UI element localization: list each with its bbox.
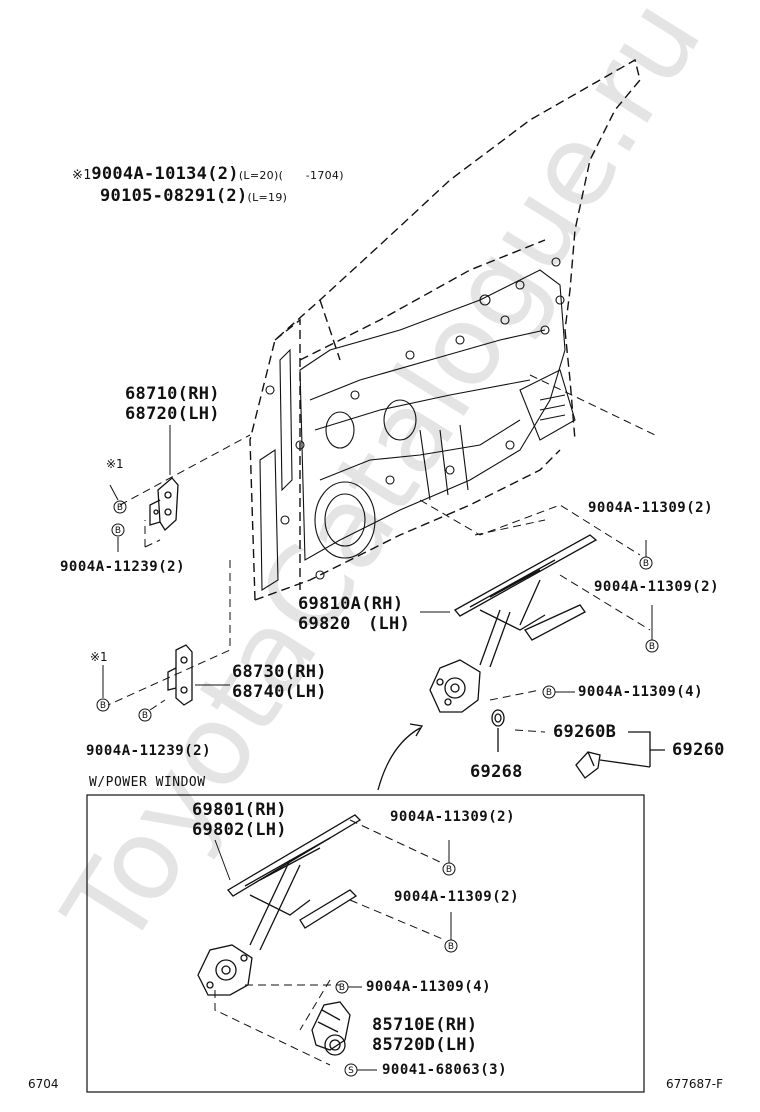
upper-hinge-rh[interactable]: 68710(RH)	[125, 384, 220, 404]
motor-drawing	[311, 1001, 351, 1056]
bolt-letter: B	[649, 642, 655, 652]
bolt-letter: B	[115, 526, 121, 536]
washer-drawing	[491, 709, 505, 752]
note-date-1: ( -1704)	[278, 169, 344, 182]
handle-drawing	[575, 731, 665, 779]
bolt-letter: B	[643, 559, 649, 569]
power-bolt-motor[interactable]: 9004A-11309(4)	[366, 979, 492, 995]
power-regulator-rh[interactable]: 69801(RH)	[192, 800, 287, 820]
power-window-title: W/POWER WINDOW	[89, 775, 206, 790]
regulator-bolt-mid[interactable]: 9004A-11309(2)	[594, 579, 720, 595]
regulator-drawing	[429, 534, 598, 713]
power-regulator-drawing	[197, 814, 362, 996]
note-length-2: (L=19)	[247, 191, 288, 204]
washer-label[interactable]: 69268	[470, 762, 523, 782]
motor-rh[interactable]: 85710E(RH)	[372, 1015, 478, 1035]
bolt-letter: B	[448, 942, 454, 952]
bolt-marker-letters: B B B B B B B B B B S	[100, 503, 655, 1076]
note-row-2: 90105-08291(2)(L=19)	[100, 188, 287, 205]
power-bolt-mid[interactable]: 9004A-11309(2)	[394, 889, 520, 905]
regulator-bolt-top[interactable]: 9004A-11309(2)	[588, 500, 714, 516]
arrow-drawing	[377, 723, 424, 791]
regulator-lh[interactable]: 69820 (LH)	[298, 614, 411, 634]
upper-hinge-lh[interactable]: 68720(LH)	[125, 404, 220, 424]
upper-hinge-drawing	[149, 477, 179, 532]
footer-right-code: 677687-F	[666, 1077, 724, 1091]
bolt-letter: B	[117, 503, 123, 513]
bolt-letter: B	[446, 865, 452, 875]
lower-hinge-rh[interactable]: 68730(RH)	[232, 662, 327, 682]
lower-hinge-lh[interactable]: 68740(LH)	[232, 682, 327, 702]
note-marker: ※1	[72, 168, 92, 183]
lower-hinge-bolt[interactable]: 9004A-11239(2)	[86, 743, 212, 759]
door-outline	[249, 58, 641, 601]
power-bolt-top[interactable]: 9004A-11309(2)	[390, 809, 516, 825]
bolt-letter: B	[142, 711, 148, 721]
bolt-letter: B	[339, 983, 345, 993]
door-inner-panel	[259, 257, 576, 591]
bolt-letter: B	[100, 701, 106, 711]
bolt-letter: B	[546, 688, 552, 698]
upper-hinge-marker: ※1	[106, 457, 124, 471]
motor-lh[interactable]: 85720D(LH)	[372, 1035, 478, 1055]
power-window-frame	[86, 794, 645, 1093]
lower-hinge-marker: ※1	[90, 650, 108, 664]
label-connectors	[102, 425, 653, 1071]
note-qty-2: (2)	[215, 186, 248, 206]
note-part-2: 90105-08291	[100, 186, 216, 206]
upper-hinge-bolt[interactable]: 9004A-11239(2)	[60, 559, 186, 575]
handle-part-label[interactable]: 69260B	[553, 722, 617, 742]
footer-left-code: 6704	[28, 1077, 59, 1091]
leader-lines	[107, 374, 656, 1066]
power-regulator-lh[interactable]: 69802(LH)	[192, 820, 287, 840]
lower-hinge-drawing	[167, 644, 193, 706]
regulator-rh[interactable]: 69810A(RH)	[298, 594, 404, 614]
handle-assy-label[interactable]: 69260	[672, 740, 725, 760]
regulator-bolt-motor[interactable]: 9004A-11309(4)	[578, 684, 704, 700]
note-part-1: 9004A-10134	[91, 164, 208, 184]
note-qty-1: (2)	[207, 164, 239, 184]
note-row-1: ※19004A-10134(2)(L=20)( -1704)	[72, 166, 344, 183]
screw-letter: S	[348, 1066, 354, 1076]
power-screw[interactable]: 90041-68063(3)	[382, 1062, 508, 1078]
note-length-1: (L=20)	[238, 169, 279, 182]
